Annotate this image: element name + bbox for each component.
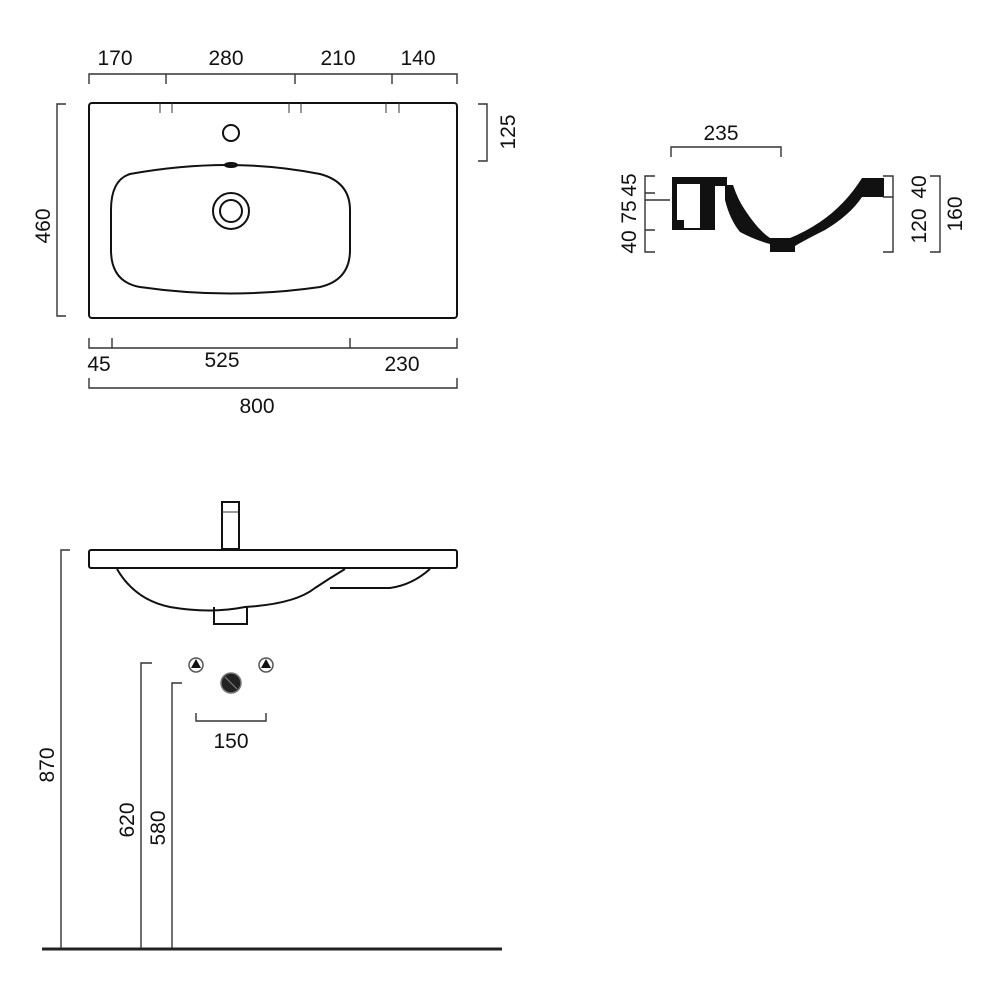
section-inner [677, 184, 700, 228]
supply-valve-right [258, 657, 274, 673]
waste-outlet [220, 672, 242, 694]
dim-280: 280 [208, 47, 243, 70]
top-view: 170 280 210 140 460 125 45 525 230 800 [32, 47, 520, 418]
mount-height-line [60, 549, 70, 948]
tap-hole [222, 124, 240, 142]
dim-120-right: 120 [908, 208, 931, 243]
dim-40-right: 40 [908, 175, 931, 198]
dim-870: 870 [36, 747, 59, 782]
front-view: 870 620 580 150 [36, 501, 502, 951]
edge-marks [159, 103, 400, 113]
bowl-outline [110, 164, 351, 295]
faucet [221, 501, 240, 550]
dim-125: 125 [497, 114, 520, 149]
drain-inner [219, 199, 243, 223]
dim-525: 525 [204, 349, 239, 372]
basin-outline-top [88, 102, 458, 319]
dim-150: 150 [213, 730, 248, 753]
dim-45: 45 [87, 353, 110, 376]
dim-160: 160 [944, 196, 967, 231]
top-dimension-line [88, 73, 458, 84]
dim-140: 140 [400, 47, 435, 70]
bowl-underside [116, 568, 431, 625]
overall-width-dimension-line [88, 378, 458, 389]
supply-spacing-line [195, 713, 267, 722]
overflow [224, 162, 238, 168]
section-view: 235 45 75 40 40 120 160 [618, 122, 967, 254]
right-section-dimension-lines [883, 175, 894, 253]
dim-460: 460 [32, 208, 55, 243]
dim-40-section: 40 [618, 230, 641, 253]
drain-outer [212, 192, 250, 230]
section-profile [672, 177, 884, 252]
dim-170: 170 [97, 47, 132, 70]
overall-height-dimension-line [930, 175, 941, 253]
dim-235: 235 [703, 122, 738, 145]
basin-offset-dimension-line [670, 146, 782, 157]
tap-offset-dimension-line [478, 103, 488, 162]
dim-800: 800 [239, 395, 274, 418]
depth-dimension-line [56, 103, 66, 317]
dim-580: 580 [147, 810, 170, 845]
dim-620: 620 [116, 802, 139, 837]
dim-210: 210 [320, 47, 355, 70]
left-section-dimension-lines [644, 175, 670, 253]
dim-75-section: 75 [618, 200, 641, 223]
bottom-dimension-line [88, 338, 458, 349]
waste-height-line [171, 682, 182, 948]
dim-45-section: 45 [618, 173, 641, 196]
dim-230: 230 [384, 353, 419, 376]
supply-height-line [140, 662, 152, 948]
countertop-slab [88, 549, 458, 569]
supply-valve-left [188, 657, 204, 673]
